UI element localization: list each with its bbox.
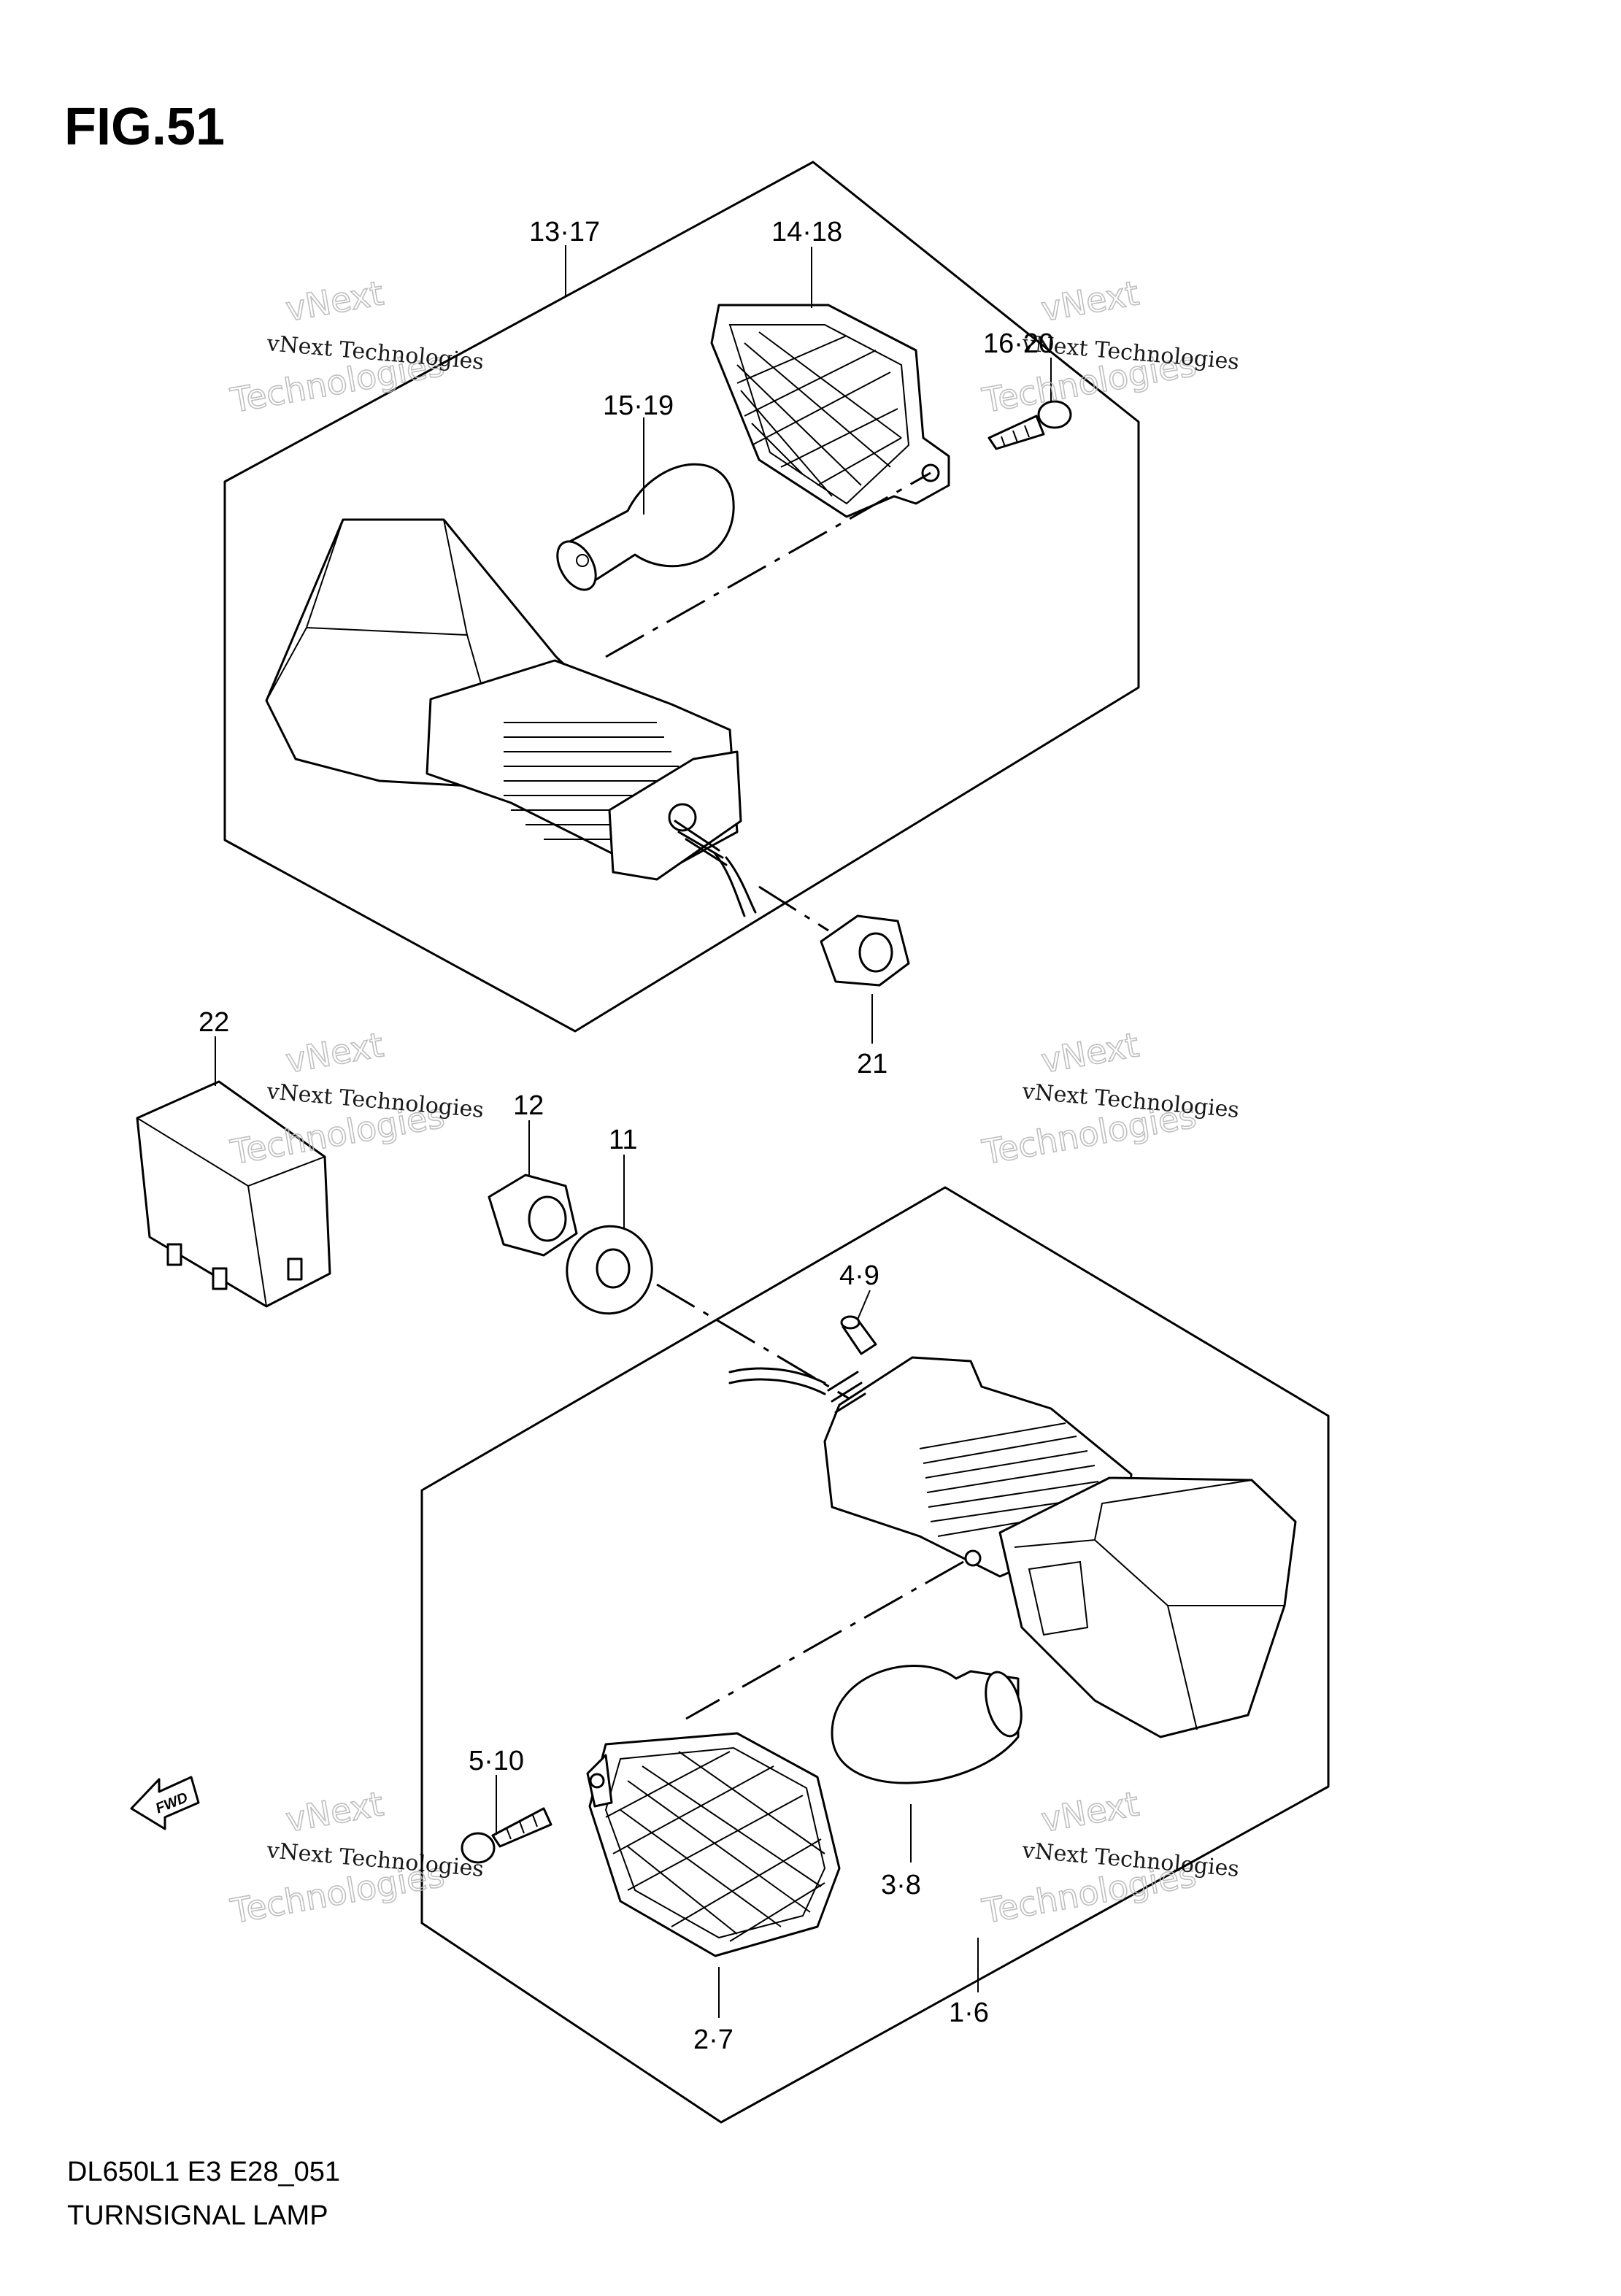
alignment-line-lower xyxy=(685,1560,964,1720)
callout-5-10: 5·10 xyxy=(469,1746,524,1776)
svg-text:vNext: vNext xyxy=(283,273,387,329)
washer-11 xyxy=(566,1225,653,1315)
svg-text:vNext: vNext xyxy=(1039,1784,1142,1840)
model-code: DL650L1 E3 E28_051 xyxy=(67,2157,340,2187)
callout-13-17: 13·17 xyxy=(529,217,600,247)
alignment-line-washer xyxy=(656,1283,873,1414)
spacer-4-9 xyxy=(840,1315,877,1355)
callout-1-6: 1·6 xyxy=(949,1998,989,2028)
rear-left-turnsignal-assembly-frame xyxy=(223,161,1140,1033)
callout-16-20: 16·20 xyxy=(983,328,1054,359)
lens-upper xyxy=(710,304,950,518)
watermark-5: vNext Technologies vNext Technologies xyxy=(227,1784,485,1932)
screw-upper xyxy=(987,400,1072,450)
callout-4-9: 4·9 xyxy=(839,1260,879,1291)
watermark-4: vNext Technologies vNext Technologies xyxy=(979,1025,1240,1173)
callout-15-19: 15·19 xyxy=(603,390,674,421)
turnsignal-housing-upper xyxy=(265,518,757,917)
callout-3-8: 3·8 xyxy=(881,1870,921,1900)
screw-lower xyxy=(461,1807,552,1864)
callout-11: 11 xyxy=(609,1125,637,1155)
watermark-3: vNext Technologies vNext Technologies xyxy=(227,1025,485,1173)
bulb-lower xyxy=(831,1664,1023,1784)
svg-text:vNext: vNext xyxy=(283,1025,387,1081)
alignment-line-upper xyxy=(605,471,931,658)
alignment-line-nut xyxy=(758,885,829,932)
front-turnsignal-assembly-frame xyxy=(420,1186,1330,2124)
callout-21: 21 xyxy=(857,1049,887,1079)
bulb-upper xyxy=(556,463,735,591)
nut-12 xyxy=(488,1174,578,1257)
svg-text:vNext: vNext xyxy=(1039,273,1142,329)
figure-caption: TURNSIGNAL LAMP xyxy=(67,2200,328,2231)
callout-12: 12 xyxy=(513,1090,544,1121)
callout-22: 22 xyxy=(199,1007,229,1038)
watermark-1: vNext Technologies vNext Technologies xyxy=(227,273,485,421)
forward-direction-arrow-icon: FWD xyxy=(130,1776,200,1830)
svg-text:vNext: vNext xyxy=(1039,1025,1142,1081)
lens-lower xyxy=(586,1732,841,1957)
svg-text:vNext: vNext xyxy=(283,1784,387,1840)
watermark-6: vNext Technologies vNext Technologies xyxy=(979,1784,1240,1932)
figure-title: FIG.51 xyxy=(64,98,225,156)
turnsignal-relay-22 xyxy=(136,1080,331,1308)
callout-2-7: 2·7 xyxy=(693,2025,734,2055)
callout-14-18: 14·18 xyxy=(771,217,842,247)
leader-lines xyxy=(215,245,1052,2018)
nut-21 xyxy=(820,914,910,987)
turnsignal-housing-lower xyxy=(728,1356,1297,1738)
